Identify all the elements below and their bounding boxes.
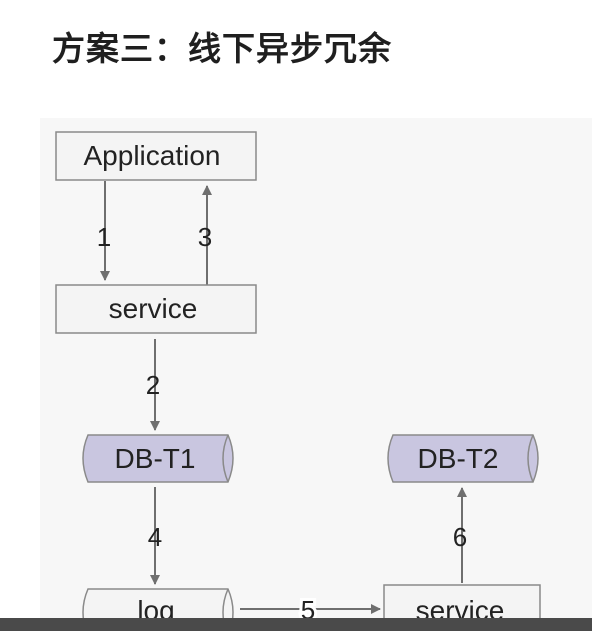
video-control-bar xyxy=(0,618,592,631)
diagram-canvas xyxy=(40,118,592,631)
edge-6-label: 6 xyxy=(453,522,467,552)
service-top-node xyxy=(55,284,257,334)
application-label: Application xyxy=(84,140,221,171)
edge-2-label: 2 xyxy=(146,370,160,400)
service-top-label: service xyxy=(109,293,198,324)
edge-1-label: 1 xyxy=(97,222,111,252)
db-t1-label: DB-T1 xyxy=(115,443,196,474)
application-node xyxy=(55,131,257,181)
edge-3-label: 3 xyxy=(198,222,212,252)
edge-4-label: 4 xyxy=(148,522,162,552)
db-t2-label: DB-T2 xyxy=(418,443,499,474)
slide-title: 方案三：线下异步冗余 xyxy=(52,29,392,68)
